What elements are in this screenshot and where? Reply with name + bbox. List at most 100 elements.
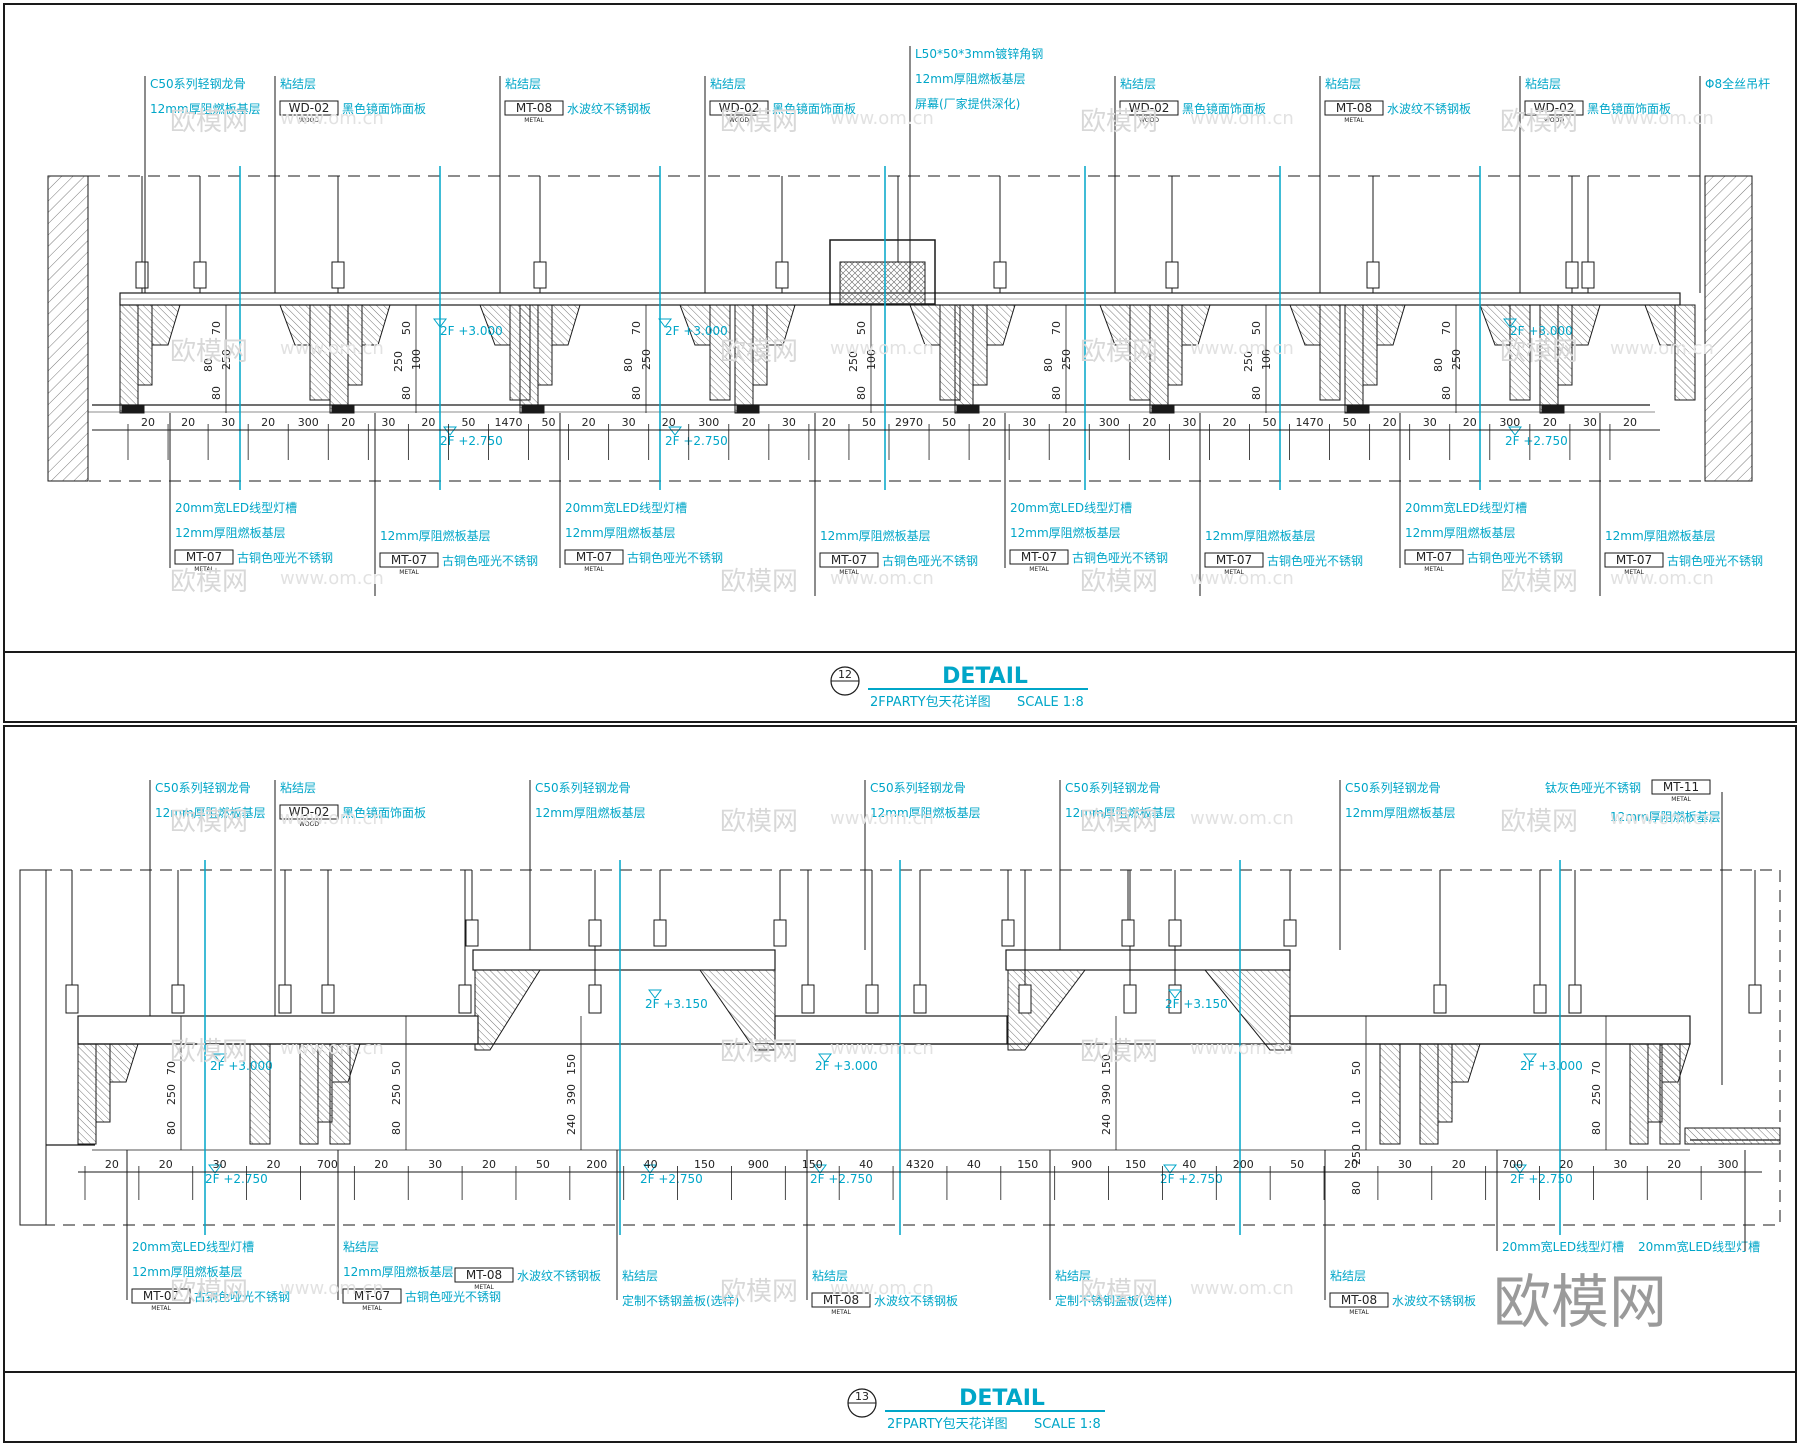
dim-vertical: 80 (165, 1121, 178, 1135)
dim-vertical: 50 (855, 321, 868, 335)
material-tag-box (279, 804, 339, 820)
dim-horizontal: 50 (536, 1158, 550, 1171)
watermark-url: www.om.cn (1190, 338, 1294, 359)
label-text: C50系列轻钢龙骨 (1345, 781, 1441, 795)
hanger-clip (1366, 261, 1380, 289)
material-code: MT-08 (516, 101, 552, 115)
hanger-clip (1283, 919, 1297, 947)
label-text: 粘结层 (710, 76, 746, 91)
dim-horizontal: 30 (1022, 416, 1036, 429)
dim-horizontal: 20 (1623, 416, 1637, 429)
watermark-text: 欧模网 (170, 337, 248, 367)
watermark-text: 欧模网 (720, 807, 798, 837)
dim-horizontal: 20 (1559, 1158, 1573, 1171)
dim-vertical: 390 (565, 1084, 578, 1105)
material-category: METAL (1424, 566, 1444, 573)
material-code: MT-07 (186, 550, 222, 564)
watermark-text: 欧模网 (720, 1037, 798, 1067)
soffit-block (509, 304, 531, 401)
level-marker (648, 989, 662, 999)
material-code: MT-07 (1021, 550, 1057, 564)
hanger-clip (193, 261, 207, 289)
material-category: METAL (362, 1305, 382, 1312)
dim-horizontal: 20 (341, 416, 355, 429)
dim-vertical: 390 (1100, 1084, 1113, 1105)
level-marker (813, 1164, 827, 1174)
dim-horizontal: 20 (1667, 1158, 1681, 1171)
hanger-clip (1748, 984, 1762, 1014)
material-tag-box (1119, 100, 1179, 116)
dim-horizontal: 20 (105, 1158, 119, 1171)
dim-vertical: 240 (565, 1114, 578, 1135)
dim-vertical: 250 (1590, 1084, 1603, 1105)
material-code: MT-07 (143, 1289, 179, 1303)
material-description: 水波纹不锈钢板 (1392, 1294, 1476, 1308)
material-category: WOOD (299, 821, 319, 828)
title-block-12: 12 DETAIL 2FPARTY包天花详图 SCALE 1:8 (830, 664, 1088, 710)
dim-vertical: 80 (202, 358, 215, 372)
coffer-side (474, 969, 541, 1051)
detail-subtitle: 2FPARTY包天花详图 (887, 1416, 1008, 1432)
soffit-chamfer (1181, 304, 1211, 346)
material-tag-box (1324, 100, 1384, 116)
screen-frame (839, 261, 926, 305)
material-category: METAL (1671, 796, 1691, 803)
dim-horizontal: 30 (782, 416, 796, 429)
label-text: C50系列轻钢龙骨 (150, 77, 246, 91)
dim-horizontal: 20 (261, 416, 275, 429)
hanger-clip (588, 919, 602, 947)
watermark-text: 欧模网 (720, 1277, 798, 1307)
material-tag-box (564, 549, 624, 565)
material-code: MT-07 (576, 550, 612, 564)
level-text: 2F +2.750 (440, 434, 503, 448)
soffit-block (537, 304, 553, 386)
watermark-url: www.om.cn (1190, 1278, 1294, 1299)
hanger-clip (913, 984, 927, 1014)
hanger-clip (1168, 919, 1182, 947)
dim-horizontal: 50 (1290, 1158, 1304, 1171)
watermark-url: www.om.cn (1610, 108, 1714, 129)
dim-vertical: 80 (1432, 358, 1445, 372)
dim-vertical: 10 (1350, 1121, 1363, 1135)
watermark-text: 欧模网 (170, 1037, 248, 1067)
material-description: 黑色镜面饰面板 (342, 805, 426, 820)
dim-vertical: 250 (1060, 349, 1073, 370)
dim-vertical: 100 (1260, 349, 1273, 370)
watermark-text: 欧模网 (1080, 1277, 1158, 1307)
level-text: 2F +3.000 (665, 324, 728, 338)
label-text: 12mm厚阻燃板基层 (565, 525, 676, 540)
dim-horizontal: 300 (698, 416, 719, 429)
material-tag-box (342, 1288, 402, 1304)
material-category: METAL (831, 1309, 851, 1316)
dim-horizontal: 50 (942, 416, 956, 429)
level-text: 2F +3.000 (440, 324, 503, 338)
detail-number: 13 (855, 1390, 869, 1403)
dim-horizontal: 40 (644, 1158, 658, 1171)
material-description: 古铜色哑光不锈钢 (237, 550, 333, 565)
left-wall (47, 175, 89, 482)
soffit-block (119, 304, 139, 414)
detail-12-drawing: 7025080805010025080702508080501002508070… (47, 46, 1770, 596)
dim-horizontal: 20 (421, 416, 435, 429)
dim-horizontal: 1470 (495, 416, 523, 429)
watermark-text: 欧模网 (720, 567, 798, 597)
material-code: MT-08 (823, 1293, 859, 1307)
level-marker (1523, 1053, 1537, 1063)
watermark-url: www.om.cn (830, 338, 934, 359)
watermark-text: 欧模网 (720, 337, 798, 367)
label-text: 20mm宽LED线型灯槽 (1405, 500, 1527, 515)
material-category: WOOD (729, 117, 749, 124)
hanger-clip (1001, 919, 1015, 947)
level-marker (1508, 426, 1522, 436)
soffit-block (1674, 304, 1696, 401)
